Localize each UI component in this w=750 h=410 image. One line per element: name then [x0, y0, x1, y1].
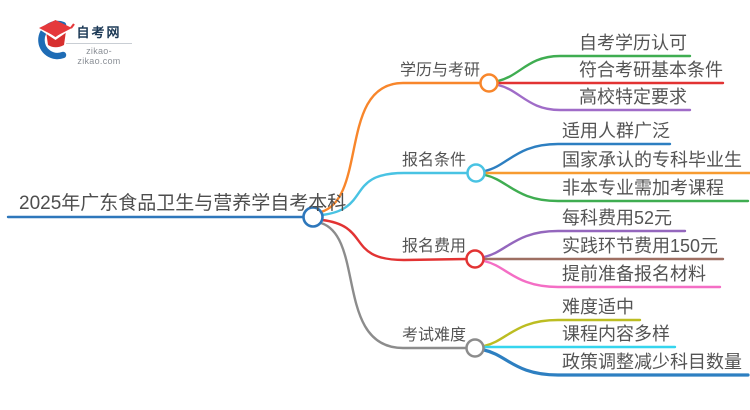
branch-line-kaoshi-nandu [319, 221, 469, 350]
leaf-label-shiyong-renqun[interactable]: 适用人群广泛 [562, 121, 670, 141]
branch-label-kaoshi-nandu[interactable]: 考试难度 [402, 327, 467, 344]
logo-divider [66, 43, 132, 44]
leaf-label-zikao-xueli-renke[interactable]: 自考学历认可 [579, 33, 687, 53]
leaf-line-tiqian-zhunbei [482, 259, 722, 289]
leaf-label-fuhe-kaoyan-tiaojian[interactable]: 符合考研基本条件 [579, 60, 723, 80]
leaf-label-tiqian-zhunbei[interactable]: 提前准备报名材料 [562, 264, 706, 284]
leaf-line-meike-feiyong [482, 229, 687, 259]
branch-node-circle-kaoshi-nandu[interactable] [465, 338, 485, 358]
logo-domain: zikao-zikao.com [77, 46, 121, 66]
leaf-label-guojia-chengren[interactable]: 国家承认的专科毕业生 [562, 150, 742, 170]
branch-line-baoming-tiaojian [320, 171, 470, 217]
branch-node-circle-xueli-kaoyan[interactable] [479, 73, 499, 93]
graduation-cap-crescent-icon [38, 20, 75, 60]
leaf-label-shijian-huanjie[interactable]: 实践环节费用150元 [562, 236, 719, 256]
leaf-label-meike-feiyong[interactable]: 每科费用52元 [562, 208, 673, 228]
root-node-label[interactable]: 2025年广东食品卫生与营养学自考本科 [19, 193, 347, 214]
branch-label-baoming-tiaojian[interactable]: 报名条件 [402, 152, 467, 169]
branch-node-circle-baoming-tiaojian[interactable] [466, 163, 486, 183]
branch-line-baoming-feiyong [320, 218, 469, 262]
branch-line-xueli-kaoyan [319, 81, 483, 214]
leaf-line-zikao-xueli-renke [496, 54, 692, 83]
leaf-label-kecheng-neirong[interactable]: 课程内容多样 [562, 324, 670, 344]
root-node-circle[interactable] [302, 206, 324, 228]
leaf-line-zhengce-tiaozheng [482, 348, 750, 377]
leaf-line-shiyong-renqun [483, 142, 672, 173]
leaf-line-gaoxiao-teding-yaoqiu [496, 83, 692, 112]
leaf-label-feiben-zhuanye[interactable]: 非本专业需加考课程 [562, 178, 724, 198]
branch-label-xueli-kaoyan[interactable]: 学历与考研 [400, 62, 481, 79]
leaf-label-gaoxiao-teding-yaoqiu[interactable]: 高校特定要求 [579, 87, 687, 107]
leaf-line-nandu-shizhong [482, 318, 642, 348]
branch-node-circle-baoming-feiyong[interactable] [465, 249, 485, 269]
leaf-line-feiben-zhuanye [483, 173, 750, 203]
logo-title: 自考网 [76, 25, 122, 40]
branch-label-baoming-feiyong[interactable]: 报名费用 [402, 238, 467, 255]
leaf-label-zhengce-tiaozheng[interactable]: 政策调整减少科目数量 [562, 352, 742, 372]
leaf-label-nandu-shizhong[interactable]: 难度适中 [562, 297, 634, 317]
